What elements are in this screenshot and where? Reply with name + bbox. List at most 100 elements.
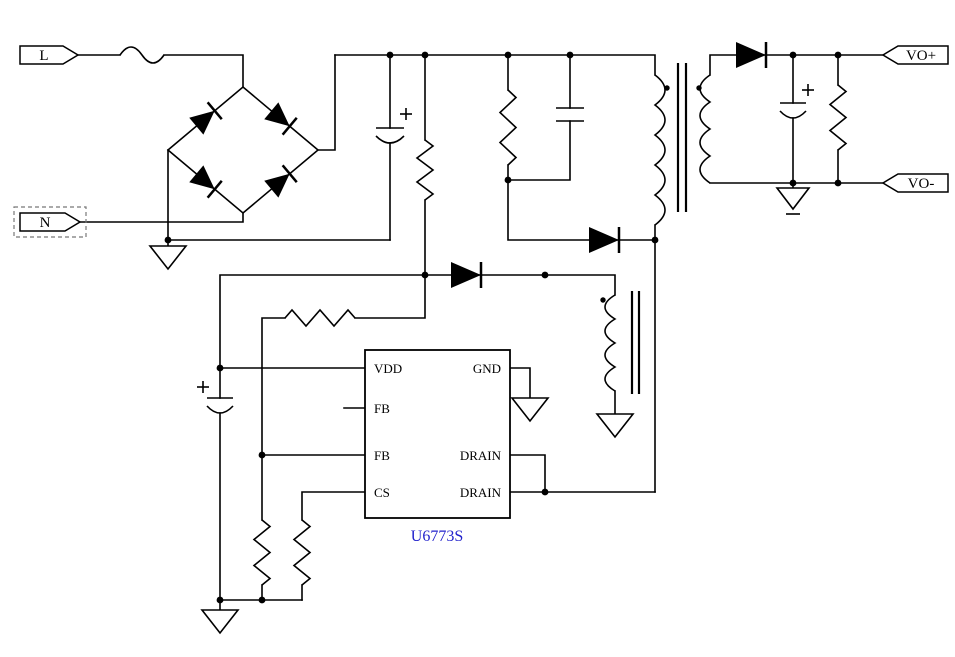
wire-vdd-aux-line [219,274,616,369]
junction-dot [566,51,574,59]
ground-triangle [775,187,811,211]
capacitor-curved-plate [206,405,234,414]
vdd-capacitor [197,381,234,414]
ground-triangle [200,609,240,635]
diode-triangle [189,165,215,190]
snubber-capacitor [556,107,584,122]
live-terminal: L [19,45,80,65]
polarity-dot [600,297,606,303]
pin-label-drain-lower: DRAIN [460,485,502,500]
diode-triangle [736,42,766,68]
wire-secondary-to-voplus [709,54,884,76]
junction-dot [216,596,224,604]
bridge-diamond [166,85,320,215]
junction-dots [164,51,842,604]
wire-fbupper-to-fbnode [261,317,286,456]
controller-ic: VDD FB FB CS GND DRAIN DRAIN U6773S [364,349,511,545]
feedback-resistor-lower [252,519,272,586]
pin-label-cs: CS [374,485,390,500]
wire-snubber-to-primary [507,179,656,241]
terminal-flag [19,212,82,232]
load-resistor [828,84,848,151]
terminal-flag [19,45,80,65]
junction-dot [651,236,659,244]
wire-gnd-pin [509,367,531,399]
aux-diode [451,262,483,288]
bridge-diode-tr [264,102,298,136]
junction-dot [258,596,266,604]
junction-dot [834,51,842,59]
junction-dot [504,51,512,59]
junction-dot [541,271,549,279]
diode-triangle [451,262,481,288]
wire-fuse-to-bridge [163,54,244,88]
wire-cs [301,491,366,521]
capacitor-curved-plate [375,135,405,144]
selection-marquee [13,206,87,238]
polarity-dot [664,85,670,91]
transformer [653,63,712,226]
wire-hv-rail [334,54,656,76]
pin-label-fb-lower: FB [374,448,390,463]
junction-dot [541,488,549,496]
output-ground [775,182,811,215]
vo-minus-label: VO- [908,176,935,192]
diode-triangle [589,227,619,253]
polarity-dot [696,85,702,91]
ground-triangle [595,413,635,439]
vo-plus-label: VO+ [906,48,936,64]
wire-neutral-to-bridge [79,212,244,223]
diode-triangle [264,102,290,127]
fuse [119,46,165,64]
wire-drain-upper [509,454,546,493]
bridge-rectifier [166,85,320,215]
junction-dot [789,51,797,59]
vo-minus-terminal: VO- [881,173,949,193]
junction-dot [216,364,224,372]
junction-dot [164,236,172,244]
terminal-flag [881,45,949,65]
bridge-diode-lb [189,165,223,199]
pin-label-drain-upper: DRAIN [460,448,502,463]
live-terminal-label: L [39,48,48,64]
pin-label-vdd: VDD [374,361,402,376]
capacitor-curved-plate [779,110,807,119]
junction-dot [258,451,266,459]
bridge-diode-lt [189,101,223,135]
plus-sign [197,381,209,393]
ic-body [364,349,511,519]
diode-cathode-bar [281,116,298,136]
primary-ground [148,239,188,271]
junction-dot [386,51,394,59]
neutral-terminal: N [13,206,87,238]
pin-label-fb-upper: FB [374,401,390,416]
junction-dot [504,176,512,184]
ic-ground [510,397,550,423]
diode-cathode-bar [281,164,298,184]
pin-label-gnd: GND [473,361,501,376]
aux-ground [595,413,635,439]
snubber-diode [589,227,621,253]
junction-dot [421,51,429,59]
plus-sign [802,84,814,96]
junction-dot [789,179,797,187]
bridge-diode-br [264,164,298,198]
plus-sign [400,108,412,120]
junction-dot [421,271,429,279]
vo-plus-terminal: VO+ [881,45,949,65]
aux-winding-coil [604,294,617,392]
ground-triangle [148,245,188,271]
junction-dot [834,179,842,187]
diode-cathode-bar [206,101,223,121]
startup-resistor [415,139,435,201]
diode-triangle [264,173,290,198]
secondary-winding [699,74,712,184]
output-capacitor [779,84,814,119]
bulk-capacitor [375,108,412,144]
ground-triangle [510,397,550,423]
diode-cathode-bar [206,179,223,199]
primary-winding [653,74,666,226]
cs-resistor [292,519,312,586]
terminal-flag [881,173,949,193]
